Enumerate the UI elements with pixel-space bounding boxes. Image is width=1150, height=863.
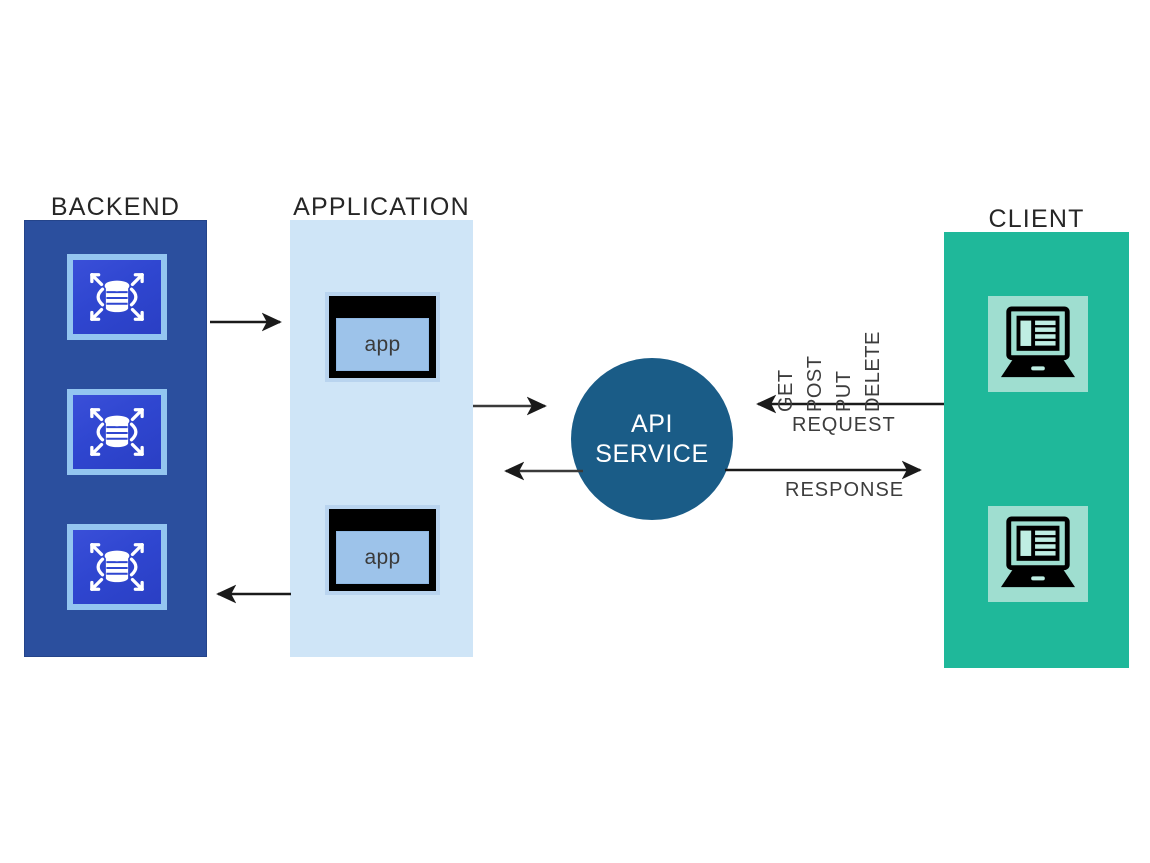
scalable-database-icon	[73, 260, 161, 334]
client-node-2[interactable]	[988, 506, 1088, 602]
application-node-2[interactable]: app	[325, 505, 440, 595]
app-label-1: app	[364, 332, 401, 356]
client-column	[944, 232, 1129, 668]
client-node-1[interactable]	[988, 296, 1088, 392]
app-window-frame: app	[329, 296, 436, 378]
app-label-2: app	[364, 545, 401, 569]
laptop-dashboard-icon	[1000, 516, 1076, 588]
scalable-database-icon	[73, 530, 161, 604]
scalable-database-icon	[73, 395, 161, 469]
client-column-title: CLIENT	[988, 205, 1085, 233]
backend-node-2[interactable]	[67, 389, 167, 475]
backend-node-1[interactable]	[67, 254, 167, 340]
api-service-line-1: API	[630, 409, 674, 438]
laptop-dashboard-icon	[1000, 306, 1076, 378]
http-method-put: PUT	[833, 370, 855, 413]
application-column-title: APPLICATION	[293, 193, 470, 221]
http-method-post: POST	[804, 355, 826, 412]
http-method-get: GET	[775, 369, 797, 412]
app-window-screen: app	[336, 318, 429, 371]
backend-column-title: BACKEND	[50, 193, 181, 221]
api-service-node[interactable]: API SERVICE	[571, 358, 733, 520]
app-window-frame: app	[329, 509, 436, 591]
backend-column	[24, 220, 207, 657]
request-label: REQUEST	[792, 414, 896, 436]
app-window-screen: app	[336, 531, 429, 584]
api-service-line-2: SERVICE	[595, 440, 709, 468]
application-node-1[interactable]: app	[325, 292, 440, 382]
application-column: app app	[290, 220, 473, 657]
backend-node-3[interactable]	[67, 524, 167, 610]
http-method-delete: DELETE	[862, 331, 884, 412]
response-label: RESPONSE	[785, 479, 905, 501]
